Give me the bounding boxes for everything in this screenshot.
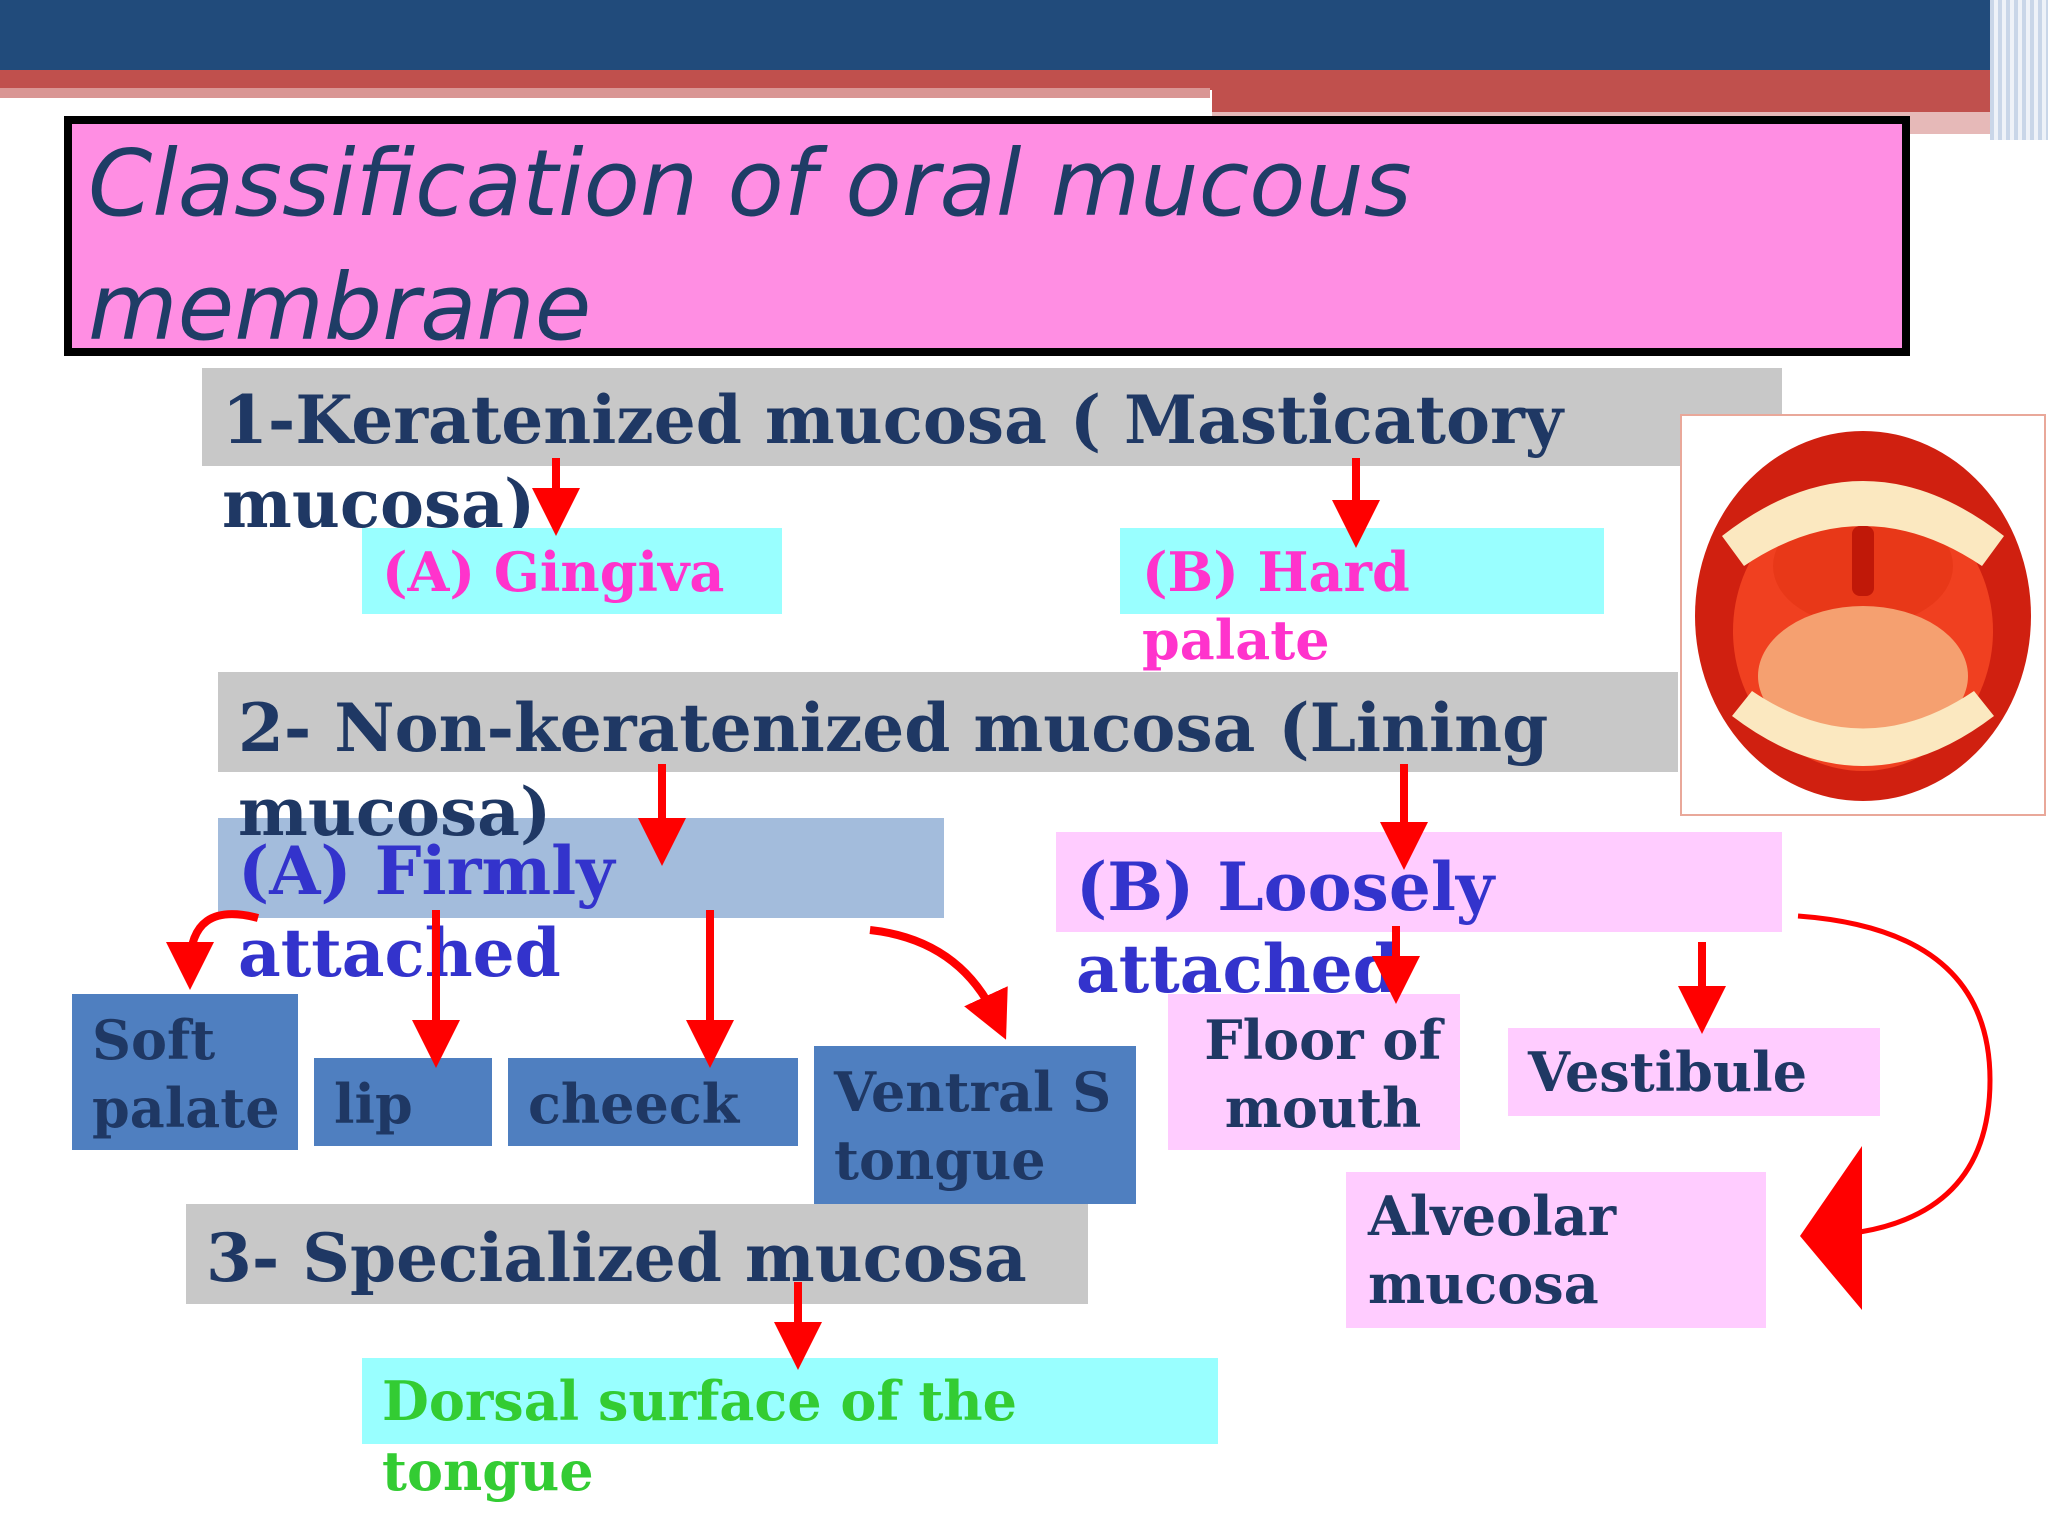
arrow-to-alveolar-mucosa <box>1797 913 1993 1235</box>
specialized-heading: 3- Specialized mucosa <box>206 1219 1027 1297</box>
gingiva-label: (A) Gingiva <box>382 540 725 604</box>
firmly-attached-box <box>218 818 944 918</box>
non-keratinized-heading-bar <box>218 672 1678 772</box>
hard-palate-label: (B) Hard palate <box>1142 540 1410 672</box>
floor-of-mouth-label: Floor of mouth <box>1204 1008 1442 1140</box>
top-banner <box>0 0 2048 70</box>
lip-label: lip <box>334 1072 413 1136</box>
arrow-to-ventral-tongue <box>869 926 1008 1040</box>
vestibule-label: Vestibule <box>1528 1040 1808 1104</box>
corner-stripes <box>1990 0 2048 140</box>
ventral-tongue-box <box>814 1046 1136 1204</box>
accent-stripe-light <box>0 88 1210 98</box>
soft-palate-box <box>72 994 298 1150</box>
arrow-to-soft-palate <box>166 910 260 990</box>
accent-stripe <box>0 70 2048 90</box>
dorsal-surface-label: Dorsal surface of the tongue <box>382 1369 1017 1503</box>
keratinized-heading-bar <box>202 368 1782 466</box>
ventral-tongue-label: Ventral S tongue <box>834 1060 1112 1192</box>
gingiva-box <box>362 528 782 614</box>
lip-box <box>314 1058 492 1146</box>
vestibule-box <box>1508 1028 1880 1116</box>
slide-title: Classification of oral mucous membrane <box>88 130 1412 361</box>
firmly-attached-label: (A) Firmly attached <box>238 832 615 992</box>
alveolar-mucosa-label: Alveolar mucosa <box>1368 1184 1617 1316</box>
cheek-label: cheeck <box>528 1072 740 1136</box>
title-box <box>64 116 1910 356</box>
open-mouth-illustration <box>1695 431 2031 801</box>
specialized-heading-bar <box>186 1204 1088 1304</box>
arrow-head-alveolar <box>1800 1146 1862 1310</box>
soft-palate-label: Soft palate <box>92 1008 280 1140</box>
mouth-image <box>1680 414 2046 816</box>
accent-stripe-right <box>1212 90 2048 112</box>
cheek-box <box>508 1058 798 1146</box>
floor-of-mouth-box <box>1168 994 1460 1150</box>
non-keratinized-heading: 2- Non-keratenized mucosa (Lining mucosa… <box>238 689 1549 851</box>
dorsal-surface-box <box>362 1358 1218 1444</box>
keratinized-heading: 1-Keratenized mucosa ( Masticatory mucos… <box>222 381 1564 543</box>
alveolar-mucosa-box <box>1346 1172 1766 1328</box>
